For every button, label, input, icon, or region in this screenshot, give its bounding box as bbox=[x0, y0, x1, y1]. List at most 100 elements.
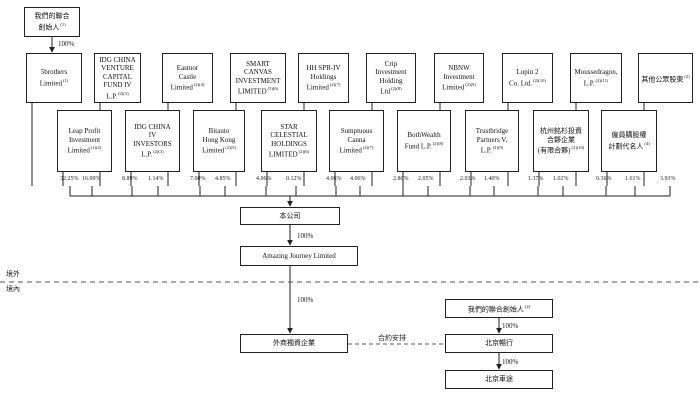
top-box: Moussedragon, L.P.(2)(11) bbox=[570, 53, 622, 103]
second-note: (2)(10) bbox=[571, 145, 585, 151]
top-note: (2)(7) bbox=[329, 82, 341, 88]
ownership-percentage: 1.37% bbox=[528, 176, 544, 182]
founders-top-label: 我們的聯合 創始人 bbox=[34, 12, 70, 32]
top-box: Crip Investment Holding Ltd(2)(8) bbox=[366, 53, 416, 103]
beijing-youxing-box: 北京暢行 bbox=[445, 334, 553, 353]
wfoe-label: 外商獨資企業 bbox=[273, 339, 315, 348]
ownership-percentage: 2.05% bbox=[418, 176, 434, 182]
top-box: Eastnor Castle Limited(2)(4) bbox=[162, 53, 213, 103]
top-label: Crip Investment Holding Ltd bbox=[375, 59, 407, 96]
onshore-label: 境內 bbox=[6, 285, 20, 293]
beijing-youxing-pct: 100% bbox=[502, 358, 519, 366]
second-note: (2)(7) bbox=[362, 145, 374, 151]
wfoe-pct: 100% bbox=[297, 296, 314, 304]
ownership-percentage: 7.00% bbox=[190, 176, 206, 182]
top-label: NBNW Investment Limited bbox=[442, 64, 475, 92]
top-box: SMART CANVAS INVESTMENT LIMITED(3)(6) bbox=[230, 53, 286, 103]
second-label: BothWealth Fund L.P. bbox=[404, 131, 441, 151]
top-note: (3)(6) bbox=[267, 86, 279, 92]
top-box: NBNW Investment Limited(2)(9) bbox=[434, 53, 484, 103]
second-label: STAR CELESTIAL HOLDINGS LIMITED bbox=[268, 122, 308, 159]
founders-top-box: 我們的聯合 創始人(1) bbox=[24, 7, 80, 37]
top-label: IDG CHINA VENTURE CAPITAL FUND IV L.P. bbox=[99, 55, 136, 100]
top-box: HH SPR-IV Holdings Limited(2)(7) bbox=[298, 53, 349, 103]
second-box: Sumptuous Canna Limited(2)(7) bbox=[329, 110, 384, 172]
second-box: BothWealth Fund L.P.(2)(8) bbox=[397, 110, 451, 172]
top-label: Eastnor Castle Limited bbox=[170, 64, 199, 92]
company-pct: 100% bbox=[297, 232, 314, 240]
second-label: 僱員購股權 計劃代名人 bbox=[608, 131, 647, 151]
second-label: Leap Profit Investment Limited bbox=[67, 127, 101, 155]
second-box: 杭州銘杉投資 合夥企業 (有限合夥)(2)(10) bbox=[533, 110, 589, 172]
second-label: Sumptuous Canna Limited bbox=[339, 127, 373, 155]
second-label: Trustbridge Partners V, L.P. bbox=[475, 127, 509, 155]
second-box: Trustbridge Partners V, L.P.(2)(9) bbox=[465, 110, 519, 172]
beijing-chetu-box: 北京車途 bbox=[445, 370, 553, 389]
top-note: (2)(8) bbox=[391, 86, 402, 92]
offshore-label: 境外 bbox=[6, 270, 20, 278]
second-box: STAR CELESTIAL HOLDINGS LIMITED(2)(6) bbox=[261, 110, 317, 172]
ownership-percentage: 1.61% bbox=[625, 176, 641, 182]
founders-bottom-note: (2) bbox=[524, 304, 531, 310]
top-box: Lupin 2 Co. Ltd.(2)(10) bbox=[502, 53, 553, 103]
top-note: (2)(11) bbox=[595, 77, 609, 83]
top-note: (2)(9) bbox=[465, 82, 476, 88]
ownership-percentage: 4.06% bbox=[256, 176, 272, 182]
top-note: (2)(10) bbox=[533, 77, 546, 83]
ownership-percentage: 1.40% bbox=[484, 176, 500, 182]
ownership-percentage: 4.06% bbox=[326, 176, 342, 182]
top-label: Lupin 2 Co. Ltd. bbox=[509, 68, 539, 88]
ownership-percentage: 4.06% bbox=[350, 176, 366, 182]
second-note: (2)(3) bbox=[153, 149, 164, 155]
ownership-percentage: 3.93% bbox=[660, 176, 676, 182]
top-note: (2) bbox=[684, 73, 690, 79]
wfoe-box: 外商獨資企業 bbox=[240, 334, 348, 353]
founders-bottom-pct: 100% bbox=[502, 322, 519, 330]
company-box: 本公司 bbox=[240, 207, 340, 225]
top-label: Moussedragon, L.P. bbox=[574, 68, 618, 88]
company-label: 本公司 bbox=[279, 211, 301, 220]
amazing-journey-box: Amazing Journey Limited bbox=[240, 246, 358, 266]
second-note: (2)(6) bbox=[298, 149, 310, 155]
second-box: Leap Profit Investment Limited(1)(2) bbox=[57, 110, 112, 172]
top-label: 5brothers Limited bbox=[39, 68, 68, 88]
second-label: 杭州銘杉投資 合夥企業 (有限合夥) bbox=[537, 127, 582, 155]
second-note: (2)(5) bbox=[225, 145, 236, 151]
ownership-percentage: 4.85% bbox=[215, 176, 231, 182]
second-box: IDG CHINA IV INVESTORS L.P.(2)(3) bbox=[125, 110, 180, 172]
founders-top-pct: 100% bbox=[58, 40, 75, 48]
beijing-youxing-label: 北京暢行 bbox=[485, 339, 513, 348]
top-note: (2)(3) bbox=[118, 90, 129, 96]
ownership-percentage: 0.12% bbox=[286, 176, 302, 182]
amazing-journey-label: Amazing Journey Limited bbox=[262, 251, 336, 260]
contract-label: 合約安排 bbox=[378, 334, 406, 342]
top-note: (2)(4) bbox=[193, 82, 205, 88]
top-label: SMART CANVAS INVESTMENT LIMITED bbox=[235, 59, 281, 96]
second-label: Bitauto Hong Kong Limited bbox=[202, 127, 236, 155]
beijing-chetu-label: 北京車途 bbox=[485, 375, 513, 384]
founders-bottom-label: 我們的聯合創始人 bbox=[467, 305, 524, 314]
ownership-percentage: 8.89% bbox=[122, 176, 138, 182]
founders-bottom-box: 我們的聯合創始人(2) bbox=[445, 299, 553, 318]
ownership-percentage: 32.25% bbox=[60, 176, 79, 182]
second-note: (4) bbox=[644, 140, 650, 146]
top-box: 5brothers Limited(1) bbox=[26, 53, 82, 103]
ownership-percentage: 2.03% bbox=[460, 176, 476, 182]
second-note: (1)(2) bbox=[90, 145, 102, 151]
founders-top-note: (1) bbox=[60, 21, 66, 27]
second-box: 僱員購股權 計劃代名人(4) bbox=[601, 110, 657, 172]
second-box: Bitauto Hong Kong Limited(2)(5) bbox=[193, 110, 245, 172]
ownership-percentage: 2.80% bbox=[393, 176, 409, 182]
second-label: IDG CHINA IV INVESTORS L.P. bbox=[133, 122, 172, 159]
ownership-percentage: 1.14% bbox=[148, 176, 164, 182]
second-note: (2)(9) bbox=[492, 145, 504, 151]
ownership-percentage: 0.36% bbox=[596, 176, 612, 182]
top-box: 其他公眾股東(2) bbox=[638, 53, 693, 103]
top-note: (1) bbox=[62, 77, 69, 83]
ownership-percentage: 16.99% bbox=[82, 176, 101, 182]
second-note: (2)(8) bbox=[432, 140, 444, 146]
top-label: HH SPR-IV Holdings Limited bbox=[306, 64, 341, 92]
top-label: 其他公眾股東 bbox=[641, 74, 684, 83]
ownership-percentage: 1.02% bbox=[553, 176, 569, 182]
top-box: IDG CHINA VENTURE CAPITAL FUND IV L.P.(2… bbox=[94, 53, 141, 103]
